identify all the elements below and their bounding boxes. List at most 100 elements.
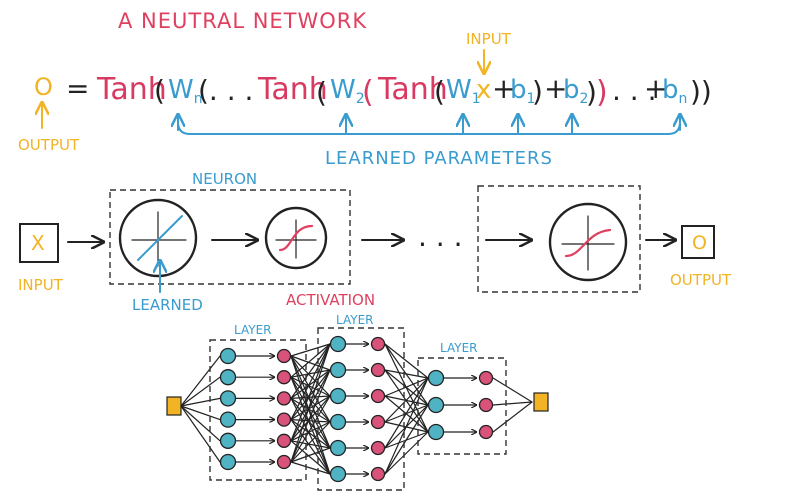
output-box-label: OUTPUT	[670, 271, 732, 289]
linear-node-line	[137, 215, 183, 261]
layer-1-linear-node	[219, 411, 237, 428]
neuron-group-box	[109, 189, 351, 285]
activation-node-1	[264, 206, 328, 270]
network-nodes	[166, 335, 549, 483]
layer-2-activation-node	[370, 362, 386, 378]
edge-l1-l2	[290, 395, 331, 421]
input-top-label: INPUT	[466, 30, 512, 48]
linear-node	[118, 198, 198, 278]
edge-l1-l2	[290, 376, 331, 397]
input-box-label: INPUT	[18, 276, 64, 294]
edge-l3-output	[492, 401, 533, 406]
formula-paren-1: (	[154, 74, 165, 107]
edge-input-l1	[180, 405, 221, 442]
learned-parameters-label: LEARNED PARAMETERS	[325, 148, 553, 169]
edge-l1-l2	[290, 395, 331, 399]
layer-3-activation-node	[478, 397, 494, 413]
formula-paren-7: )	[596, 75, 608, 110]
edge-l1-l2	[290, 355, 331, 397]
layer-2-activation-node	[370, 414, 386, 430]
formula-bias-n: bn	[662, 75, 687, 107]
formula-ellipsis-open: (. . .	[198, 74, 253, 107]
layer-1-activation-node	[276, 433, 292, 448]
edge-input-l1	[180, 355, 221, 407]
output-box	[681, 225, 715, 259]
layer-1-linear-node	[219, 369, 237, 386]
formula-tanh-2: Tanh	[257, 72, 328, 107]
layer-2-linear-node	[329, 465, 347, 483]
activation-label: ACTIVATION	[286, 291, 375, 309]
edge-l2-l3	[384, 377, 429, 423]
layer-3-activation-node	[478, 424, 494, 440]
edge-l1-l2	[290, 369, 331, 463]
edge-l2-l3	[384, 431, 429, 475]
edge-l1-l2	[290, 343, 331, 399]
layer-1-label: LAYER	[234, 323, 272, 337]
edge-l3-output	[492, 401, 533, 433]
edge-input-l1	[180, 405, 221, 421]
layer-2-linear-node	[329, 413, 347, 431]
edge-l2-l3	[384, 377, 429, 397]
formula-weight-2: W2	[330, 75, 365, 107]
learned-label: LEARNED	[132, 296, 203, 314]
edge-l1-l2	[290, 447, 331, 463]
formula-plus-3: +	[644, 72, 667, 105]
edge-l1-l2	[290, 461, 331, 475]
edge-l1-l2	[290, 397, 331, 423]
formula-plus-2: +	[544, 72, 567, 105]
edge-l1-l2	[290, 355, 331, 423]
edge-l1-l2	[290, 369, 331, 421]
layer-1-box	[209, 339, 307, 481]
edge-l1-l2	[290, 343, 331, 421]
layer-1-linear-node	[219, 432, 237, 449]
formula-equals: =	[66, 72, 89, 105]
formula-paren-2: (	[316, 76, 327, 109]
layer-2-linear-node	[329, 439, 347, 457]
layer-2-linear-node	[329, 335, 347, 353]
input-box	[19, 223, 59, 263]
formula-weight-1: W1	[446, 75, 481, 107]
network-output-node	[533, 392, 549, 412]
chain-ellipsis: . . .	[418, 220, 463, 253]
edge-input-l1	[180, 397, 221, 407]
edge-l2-l3	[384, 369, 429, 379]
edge-l1-l2	[290, 421, 331, 442]
layer-2-activation-node	[370, 440, 386, 456]
formula-bias-2: b2	[563, 75, 588, 107]
layer-2-activation-node	[370, 388, 386, 404]
layer-2-activation-node	[370, 336, 386, 352]
network-input-node	[166, 396, 182, 416]
formula-output-symbol: O	[34, 73, 53, 101]
last-neuron-group-box	[477, 185, 641, 293]
output-box-symbol: O	[692, 232, 707, 254]
edge-l2-l3	[384, 343, 429, 379]
edge-l1-l2	[290, 343, 331, 442]
layer-3-linear-node	[427, 396, 445, 414]
activation-node-2	[548, 202, 628, 282]
edge-l1-l2	[290, 421, 331, 463]
activation-node-1-curve	[278, 224, 314, 252]
formula-weight-n: Wn	[168, 75, 203, 107]
edge-l1-l2	[290, 369, 331, 442]
edge-l1-l2	[290, 343, 331, 463]
layer-3-box	[417, 357, 507, 455]
edge-l1-l2	[290, 395, 331, 463]
layer-2-activation-node	[370, 466, 386, 482]
layer-1-linear-node	[219, 390, 237, 407]
edge-l3-output	[492, 377, 533, 403]
network-edges	[180, 343, 533, 475]
formula-paren-3: (	[362, 75, 374, 110]
layer-2-box	[317, 327, 405, 491]
input-box-symbol: X	[31, 231, 45, 255]
formula-plus-1: +	[492, 72, 515, 105]
edge-l2-l3	[384, 377, 429, 475]
formula-paren-5: )	[532, 75, 543, 108]
output-left-label: OUTPUT	[18, 136, 80, 154]
formula-tanh-3: Tanh	[377, 72, 448, 107]
edge-l1-l2	[290, 395, 331, 442]
layer-1-activation-node	[276, 391, 292, 406]
layer-3-label: LAYER	[440, 341, 478, 355]
layer-1-linear-node	[219, 347, 237, 365]
learned-parameters-bracket	[177, 121, 681, 135]
formula-paren-6: )	[586, 76, 597, 109]
